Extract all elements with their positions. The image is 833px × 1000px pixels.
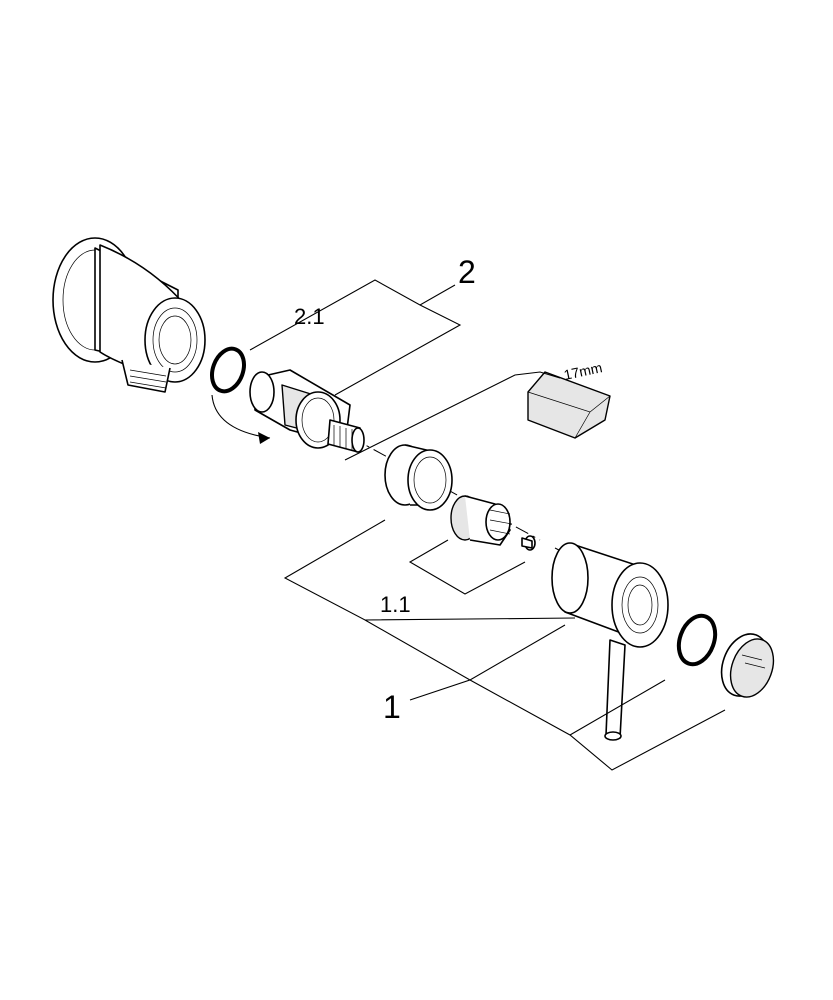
label-2: 2	[458, 254, 476, 290]
leader-1	[283, 519, 726, 771]
adapter	[450, 495, 513, 546]
label-1: 1	[383, 689, 401, 725]
o-ring-left	[210, 346, 246, 394]
handle-lever	[551, 542, 669, 741]
leader-1-1	[408, 539, 526, 595]
leader-2	[249, 279, 462, 396]
label-1-1: 1.1	[380, 592, 411, 617]
wrench-17mm-symbol	[527, 371, 611, 439]
label-2-1: 2.1	[294, 304, 325, 329]
screw	[521, 535, 536, 551]
label-17mm: 17mm	[562, 359, 603, 383]
leader-17mm	[344, 371, 561, 461]
wall-elbow-body	[52, 237, 206, 393]
end-cap	[720, 633, 775, 698]
cap-sleeve	[384, 444, 453, 511]
o-ring-right	[676, 613, 718, 667]
rotation-arrow	[211, 394, 271, 444]
cartridge	[249, 369, 365, 453]
